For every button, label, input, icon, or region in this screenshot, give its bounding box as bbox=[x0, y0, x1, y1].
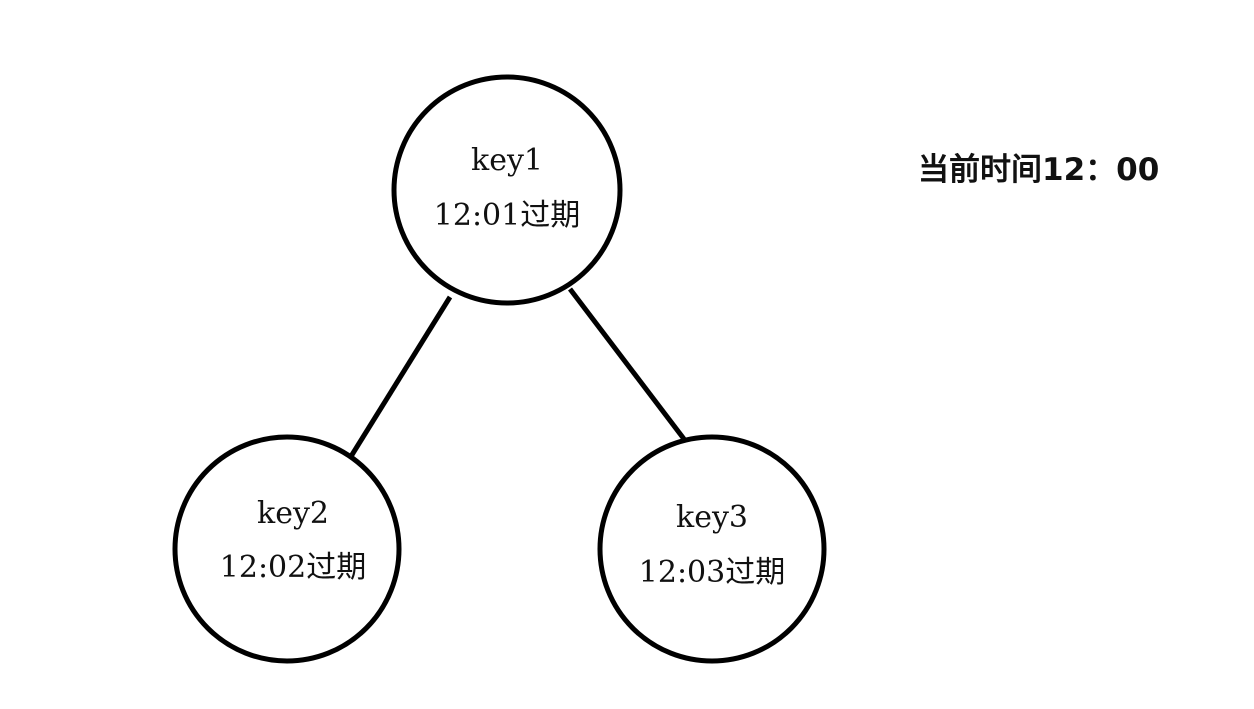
edge-key1-key3 bbox=[568, 287, 686, 441]
node-key2: key2 12:02过期 bbox=[172, 434, 402, 664]
node-key3-circle bbox=[597, 434, 827, 664]
node-key3-label: key3 bbox=[676, 500, 748, 535]
node-key2-expiry: 12:02过期 bbox=[220, 550, 366, 585]
node-key1: key1 12:01过期 bbox=[391, 74, 623, 306]
current-time-label: 当前时间12：00 bbox=[918, 152, 1160, 188]
node-key1-circle bbox=[391, 74, 623, 306]
edge-key1-key2 bbox=[347, 295, 453, 460]
node-key2-label: key2 bbox=[257, 496, 329, 531]
node-key1-label: key1 bbox=[471, 143, 543, 178]
node-key3: key3 12:03过期 bbox=[597, 434, 827, 664]
node-key3-expiry: 12:03过期 bbox=[639, 555, 785, 590]
node-key2-circle bbox=[172, 434, 402, 664]
node-key1-expiry: 12:01过期 bbox=[434, 198, 580, 233]
